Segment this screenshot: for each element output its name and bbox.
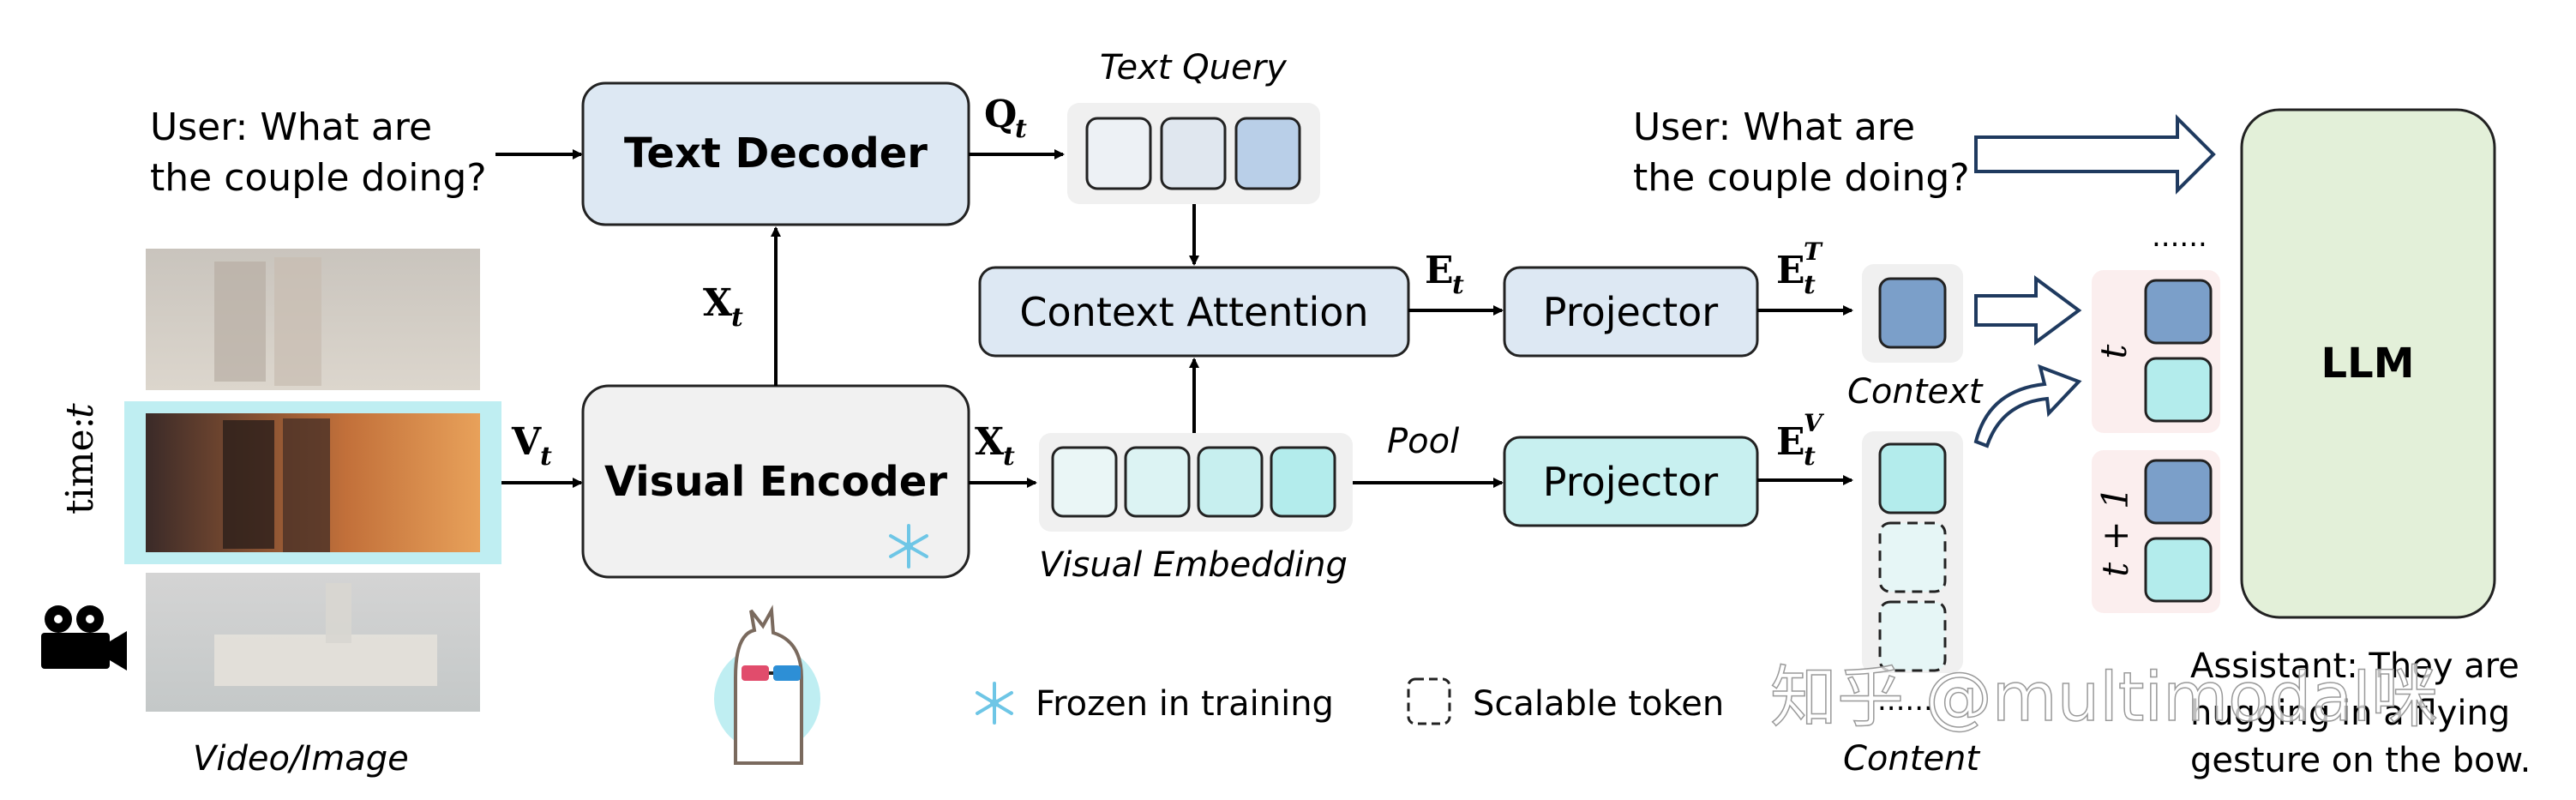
projector-bottom-label: Projector <box>1543 459 1719 505</box>
svg-text:t: t <box>1003 442 1015 472</box>
llm-box <box>2240 108 2496 619</box>
content-token <box>1878 442 1947 514</box>
pool-label: Pool <box>1387 422 1459 461</box>
svg-text:Assistant: They are: Assistant: They are <box>2190 647 2519 686</box>
legend-frozen-label: Frozen in training <box>1036 684 1334 724</box>
stack-content-token <box>2144 537 2213 603</box>
stack-context-token <box>2144 459 2213 525</box>
svg-text:E: E <box>1776 420 1805 464</box>
stack-t-label: t <box>2093 344 2135 358</box>
stack-t1-label: t + 1 <box>2094 486 2136 577</box>
label-x-t-vertical: X t <box>703 281 743 333</box>
svg-text:t: t <box>1452 270 1464 300</box>
svg-text:t + 1: t + 1 <box>2094 486 2136 577</box>
stack-dots: ...... <box>2152 220 2207 254</box>
assistant-answer: Assistant: They are hugging in a flying … <box>2190 647 2531 780</box>
svg-text:t: t <box>1804 270 1816 300</box>
svg-text:the couple doing?: the couple doing? <box>150 156 487 200</box>
text-query-caption: Text Query <box>1100 48 1288 87</box>
query-token <box>1085 117 1152 190</box>
context-token <box>1878 277 1947 349</box>
svg-text:t: t <box>1015 114 1027 144</box>
svg-text:User: What are: User: What are <box>1633 105 1915 149</box>
visual-embedding-caption: Visual Embedding <box>1039 545 1348 585</box>
video-caption: Video/Image <box>193 739 409 779</box>
watermark: 知乎 @multimodal咪 <box>1770 659 2438 737</box>
time-label: time: t <box>58 403 102 514</box>
svg-text:t: t <box>540 442 552 472</box>
embedding-token <box>1197 446 1264 518</box>
arrow-context-to-stack <box>1974 275 2082 346</box>
visual-encoder-label: Visual Encoder <box>604 458 947 506</box>
svg-text:the couple doing?: the couple doing? <box>1633 156 1970 200</box>
svg-text:time:: time: <box>58 417 102 514</box>
svg-text:hugging in a flying: hugging in a flying <box>2190 694 2510 733</box>
text-decoder-label: Text Decoder <box>624 129 928 177</box>
legend: Frozen in training Scalable token <box>976 677 1724 725</box>
llama-logo <box>714 605 820 765</box>
scalable-token <box>1878 600 1947 672</box>
snowflake-icon <box>976 682 1013 725</box>
legend-scalable-label: Scalable token <box>1473 684 1724 724</box>
label-e-t-T: E t T <box>1776 238 1823 300</box>
svg-text:t: t <box>58 403 102 418</box>
embedding-token <box>1270 446 1336 518</box>
svg-text:X: X <box>975 420 1005 464</box>
svg-text:t: t <box>731 303 743 333</box>
label-e-t-V: E t V <box>1776 409 1825 472</box>
label-e-t: E t <box>1425 249 1464 300</box>
stack-content-token <box>2144 357 2213 423</box>
svg-text:T: T <box>1804 238 1823 266</box>
svg-text:t: t <box>2093 344 2135 358</box>
context-caption: Context <box>1847 372 1984 412</box>
legend-scalable-swatch <box>1407 677 1451 725</box>
svg-text:User: What are: User: What are <box>150 105 432 149</box>
user-query-left: User: What are the couple doing? <box>150 105 487 200</box>
user-query-right: User: What are the couple doing? <box>1633 105 1970 200</box>
arrow-content-to-stack <box>1973 364 2082 448</box>
embedding-token <box>1051 446 1118 518</box>
content-caption: Content <box>1843 739 1980 779</box>
embedding-token <box>1124 446 1191 518</box>
context-attention-label: Context Attention <box>1019 289 1368 335</box>
query-token <box>1234 117 1301 190</box>
svg-text:E: E <box>1425 249 1454 292</box>
scalable-token <box>1878 521 1947 593</box>
movie-camera-icon <box>41 605 127 671</box>
svg-text:E: E <box>1776 249 1805 292</box>
content-dots: ...... <box>1877 683 1933 718</box>
llm-label: LLM <box>2321 340 2415 388</box>
svg-text:V: V <box>1804 409 1825 437</box>
label-v-t: V t <box>511 420 552 472</box>
svg-text:t: t <box>1804 442 1816 472</box>
arrow-query-to-llm <box>1974 114 2216 195</box>
label-x-t-horizontal: X t <box>975 420 1015 472</box>
snowflake-icon <box>889 524 928 568</box>
projector-top-label: Projector <box>1543 289 1719 335</box>
stack-context-token <box>2144 279 2213 345</box>
svg-text:V: V <box>511 420 542 464</box>
svg-text:Q: Q <box>984 93 1017 136</box>
video-frames <box>124 249 501 712</box>
label-q-t: Q t <box>984 93 1027 144</box>
query-token <box>1160 117 1227 190</box>
svg-text:X: X <box>703 281 733 325</box>
svg-text:gesture on the bow.: gesture on the bow. <box>2190 741 2531 780</box>
